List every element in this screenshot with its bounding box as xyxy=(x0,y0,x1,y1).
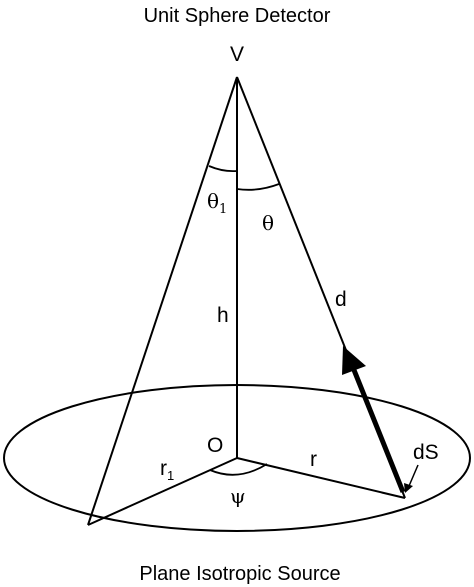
height-label: h xyxy=(217,304,229,327)
radius-r1-label: r1 xyxy=(160,457,174,483)
theta1-main: θ xyxy=(207,189,219,213)
radius-r1-line xyxy=(87,457,238,526)
diagram-title: Unit Sphere Detector xyxy=(144,5,331,27)
element-label: dS xyxy=(413,441,439,464)
radius-r1-main: r xyxy=(160,457,167,480)
distance-label: d xyxy=(335,288,347,311)
theta1-sub: 1 xyxy=(219,202,227,217)
radius-r1-sub: 1 xyxy=(167,468,174,483)
theta1-label: θ1 xyxy=(207,189,227,217)
psi-arc xyxy=(209,463,268,476)
radius-r-line xyxy=(236,457,406,499)
theta-label: θ xyxy=(262,211,274,235)
direction-arrowhead xyxy=(342,346,366,375)
radius-r-label: r xyxy=(310,448,317,471)
ds-pointer-head xyxy=(404,483,413,493)
theta1-arc xyxy=(208,165,238,173)
origin-label: O xyxy=(207,434,223,457)
vertex-label: V xyxy=(230,43,244,66)
theta-arc xyxy=(236,183,280,191)
direction-arrow-shaft xyxy=(351,369,406,493)
diagram-caption: Plane Isotropic Source xyxy=(139,563,340,585)
psi-label: ψ xyxy=(230,484,246,508)
ds-pointer-line xyxy=(408,464,419,487)
cone-left-edge xyxy=(87,76,238,526)
